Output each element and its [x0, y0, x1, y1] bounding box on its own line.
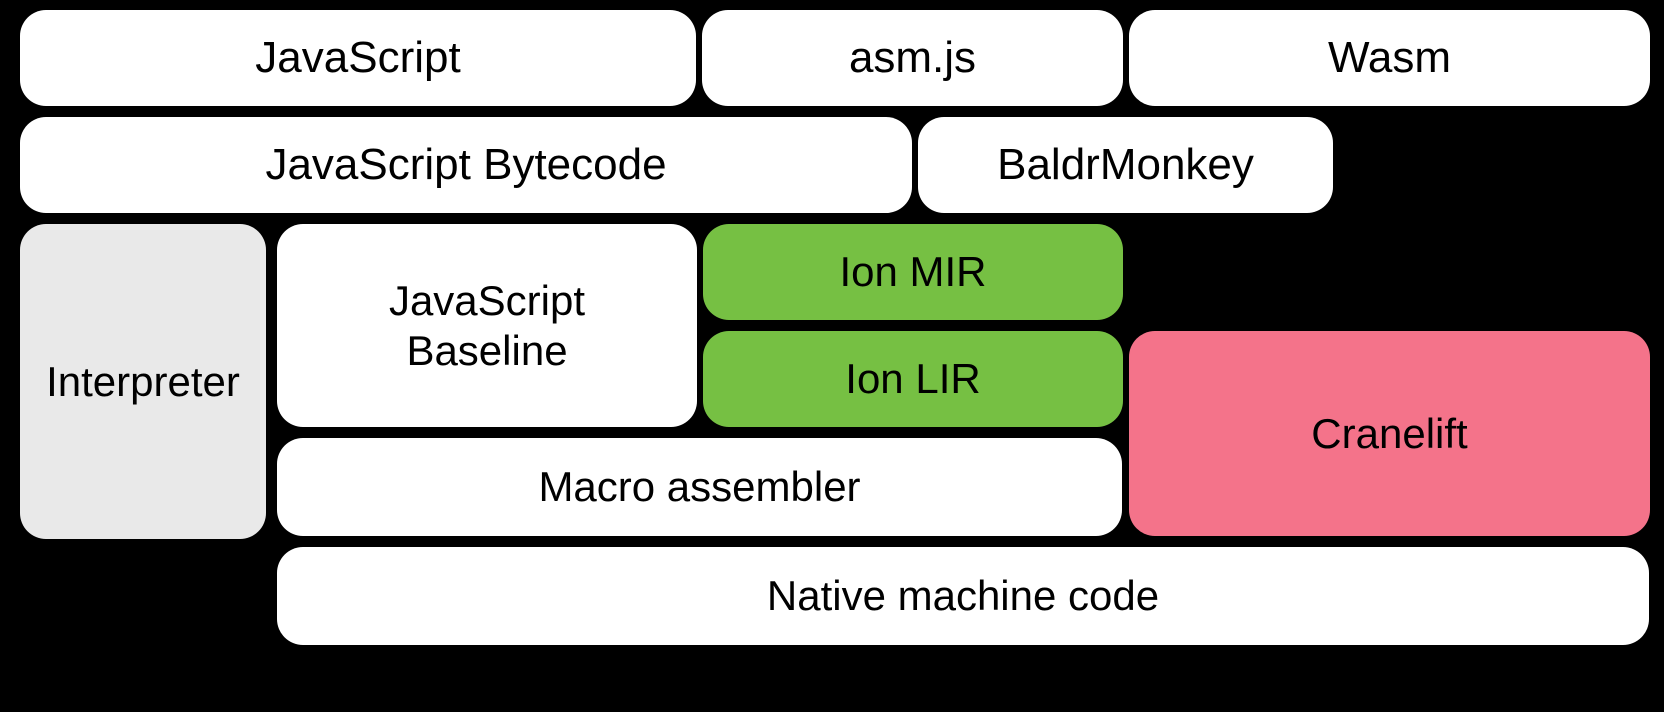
- diagram-node-javascript: JavaScript: [20, 10, 696, 106]
- diagram-node-asm-js: asm.js: [702, 10, 1123, 106]
- diagram-node-native-machine-code: Native machine code: [277, 547, 1649, 645]
- diagram-node-javascript-baseline: JavaScript Baseline: [277, 224, 697, 427]
- diagram-node-macro-assembler: Macro assembler: [277, 438, 1122, 536]
- diagram-node-wasm: Wasm: [1129, 10, 1650, 106]
- diagram-node-baldrmonkey: BaldrMonkey: [918, 117, 1333, 213]
- diagram-node-interpreter: Interpreter: [20, 224, 266, 539]
- diagram-node-cranelift: Cranelift: [1129, 331, 1650, 536]
- diagram-node-ion-lir: Ion LIR: [703, 331, 1123, 427]
- diagram-node-ion-mir: Ion MIR: [703, 224, 1123, 320]
- diagram-node-javascript-bytecode: JavaScript Bytecode: [20, 117, 912, 213]
